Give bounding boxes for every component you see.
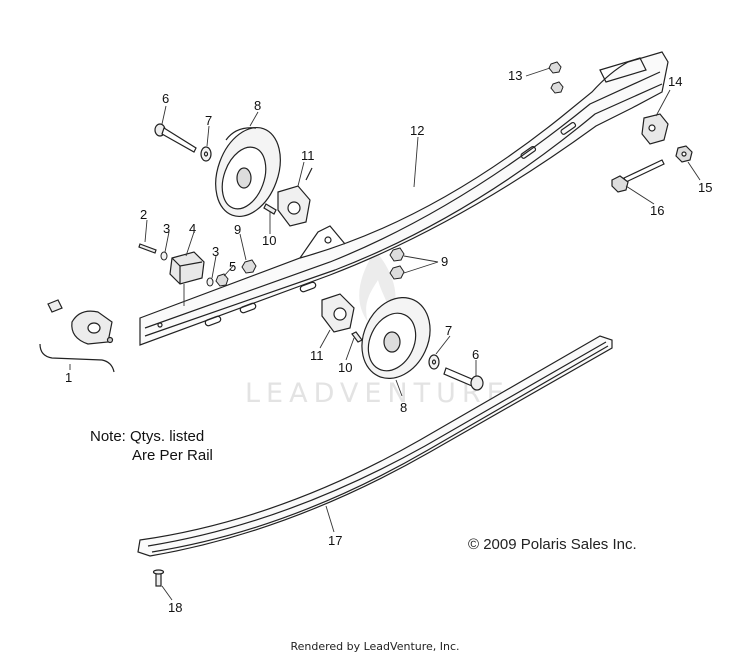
callout-labels: 1 2 3 3 4 5 6 6 7 7 8 8 9 9 10 10 11 11 … bbox=[65, 68, 712, 615]
callout-9b: 9 bbox=[441, 254, 448, 269]
idler-wheel-lower[interactable] bbox=[349, 286, 443, 389]
note-line-1: Note: Qtys. listed bbox=[90, 428, 205, 445]
washer-small-2[interactable] bbox=[206, 277, 214, 287]
front-tip-assembly[interactable] bbox=[39, 299, 115, 373]
note-line-2: Are Per Rail bbox=[132, 447, 213, 464]
note-qty: Note: Qtys. listed Are Per Rail bbox=[90, 427, 213, 465]
callout-10b: 10 bbox=[338, 360, 352, 375]
pin-upper[interactable] bbox=[263, 203, 277, 215]
wheel-bracket-upper[interactable] bbox=[277, 167, 313, 227]
leader-lines bbox=[69, 67, 701, 601]
copyright-text: © 2009 Polaris Sales Inc. bbox=[468, 536, 637, 553]
callout-7a: 7 bbox=[205, 113, 212, 128]
axle-bolt-upper[interactable] bbox=[154, 123, 197, 153]
slide-screw[interactable] bbox=[152, 569, 165, 587]
callout-3b: 3 bbox=[212, 244, 219, 259]
callout-3a: 3 bbox=[163, 221, 170, 236]
callout-6a: 6 bbox=[162, 91, 169, 106]
slide-wear-strip[interactable] bbox=[137, 335, 613, 557]
callout-8a: 8 bbox=[254, 98, 261, 113]
nut-rail-2[interactable] bbox=[389, 247, 405, 262]
long-bolt[interactable] bbox=[611, 159, 665, 193]
callout-8b: 8 bbox=[400, 400, 407, 415]
axle-bolt-lower[interactable] bbox=[443, 367, 484, 391]
washer-upper[interactable] bbox=[200, 146, 212, 162]
callout-10a: 10 bbox=[262, 233, 276, 248]
callout-2: 2 bbox=[140, 207, 147, 222]
rendered-by-footer: Rendered by LeadVenture, Inc. bbox=[290, 640, 460, 653]
pin-lower[interactable] bbox=[351, 331, 363, 343]
nut-rear[interactable] bbox=[675, 145, 693, 163]
nut-small[interactable] bbox=[215, 273, 229, 287]
callout-1: 1 bbox=[65, 370, 72, 385]
nut-rail-3[interactable] bbox=[389, 265, 405, 280]
callout-4: 4 bbox=[189, 221, 196, 236]
idler-wheel-upper[interactable] bbox=[204, 119, 292, 226]
callout-11b: 11 bbox=[310, 348, 324, 363]
bolt-rear-1[interactable] bbox=[548, 61, 562, 74]
flame-icon bbox=[359, 250, 396, 322]
washer-small-1[interactable] bbox=[160, 251, 168, 261]
callout-11a: 11 bbox=[301, 148, 315, 163]
washer-lower[interactable] bbox=[428, 354, 440, 370]
callout-9a: 9 bbox=[234, 222, 241, 237]
bolt-rear-2[interactable] bbox=[550, 81, 564, 94]
callout-16: 16 bbox=[650, 203, 664, 218]
callout-6b: 6 bbox=[472, 347, 479, 362]
callout-7b: 7 bbox=[445, 323, 452, 338]
rail-assembly[interactable] bbox=[139, 51, 669, 346]
watermark: LEADVENTURE bbox=[245, 250, 510, 409]
stop-block[interactable] bbox=[169, 251, 205, 285]
callout-18: 18 bbox=[168, 600, 182, 615]
callout-13: 13 bbox=[508, 68, 522, 83]
callout-12: 12 bbox=[410, 123, 424, 138]
callout-5: 5 bbox=[229, 259, 236, 274]
bolt-small[interactable] bbox=[138, 243, 157, 254]
callout-15: 15 bbox=[698, 180, 712, 195]
nut-rail-1[interactable] bbox=[241, 259, 257, 274]
wheel-bracket-lower[interactable] bbox=[321, 293, 355, 333]
watermark-text: LEADVENTURE bbox=[245, 378, 510, 409]
callout-14: 14 bbox=[668, 74, 682, 89]
rear-bracket[interactable] bbox=[641, 113, 669, 145]
callout-17: 17 bbox=[328, 533, 342, 548]
